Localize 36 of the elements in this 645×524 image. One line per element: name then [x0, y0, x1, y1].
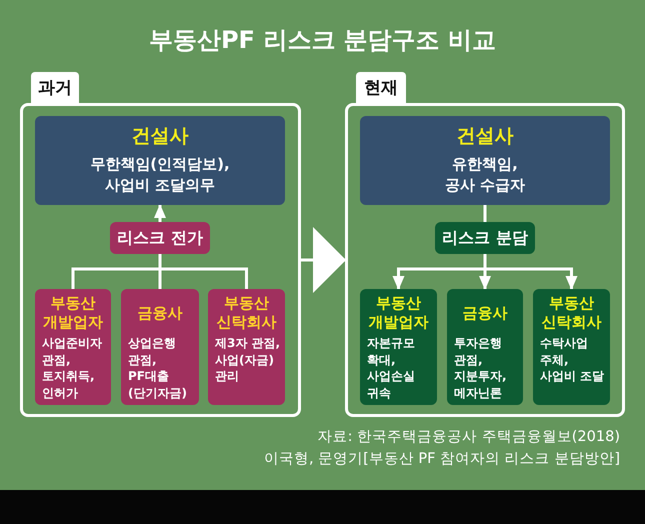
participant-card: [121, 289, 199, 405]
arrow: [484, 254, 578, 290]
connector-line: [484, 205, 486, 222]
role-description: 무한책임(인적담보), 사업비 조달의무: [89, 154, 231, 196]
participant-description: 상업은행 관점, PF대출 (단기자금): [128, 335, 188, 401]
participant-name: 금융사: [138, 304, 182, 322]
risk-badge: 리스크 분담: [435, 222, 535, 254]
arrow: [154, 204, 166, 222]
risk-badge: 리스크 전가: [110, 222, 210, 254]
company-box: [35, 116, 285, 205]
period-tab: 과거: [31, 72, 79, 106]
period-tab: 현재: [356, 72, 406, 106]
role-description: 유한책임, 공사 수급자: [444, 154, 526, 196]
participant-description: 사업준비자 관점, 토지취득, 인허가: [42, 335, 103, 401]
participant-card: [533, 289, 610, 405]
participant-card: [447, 289, 523, 405]
source-note: 이국형, 문영기[부동산 PF 참여자의 리스크 분담방안]: [264, 450, 620, 469]
participant-name: 금융사: [462, 304, 508, 322]
participant-card: [208, 289, 285, 405]
diagram-title: 부동산PF 리스크 분담구조 비교: [148, 25, 496, 56]
company-name: 건설사: [132, 124, 188, 148]
participant-card: [35, 289, 111, 405]
participant-name: 부동산 신탁회사: [540, 294, 602, 332]
participant-name: 부동산 개발업자: [42, 294, 104, 332]
participant-description: 제3자 관점, 사업(자금) 관리: [215, 335, 281, 384]
participant-name: 부동산 신탁회사: [216, 294, 278, 332]
participant-description: 자본규모 확대, 사업손실 귀속: [367, 335, 416, 401]
connector-line: [158, 254, 248, 289]
participant-card: [360, 289, 437, 405]
chevron-arrow: [301, 227, 346, 293]
participant-description: 수탁사업 주체, 사업비 조달: [540, 335, 606, 384]
company-box: [360, 116, 610, 205]
company-name: 건설사: [456, 124, 514, 148]
source-note: 자료: 한국주택금융공사 주택금융월보(2018): [318, 428, 620, 447]
participant-name: 부동산 개발업자: [368, 294, 430, 332]
participant-description: 투자은행 관점, 지분투자, 메자닌론: [454, 335, 508, 401]
